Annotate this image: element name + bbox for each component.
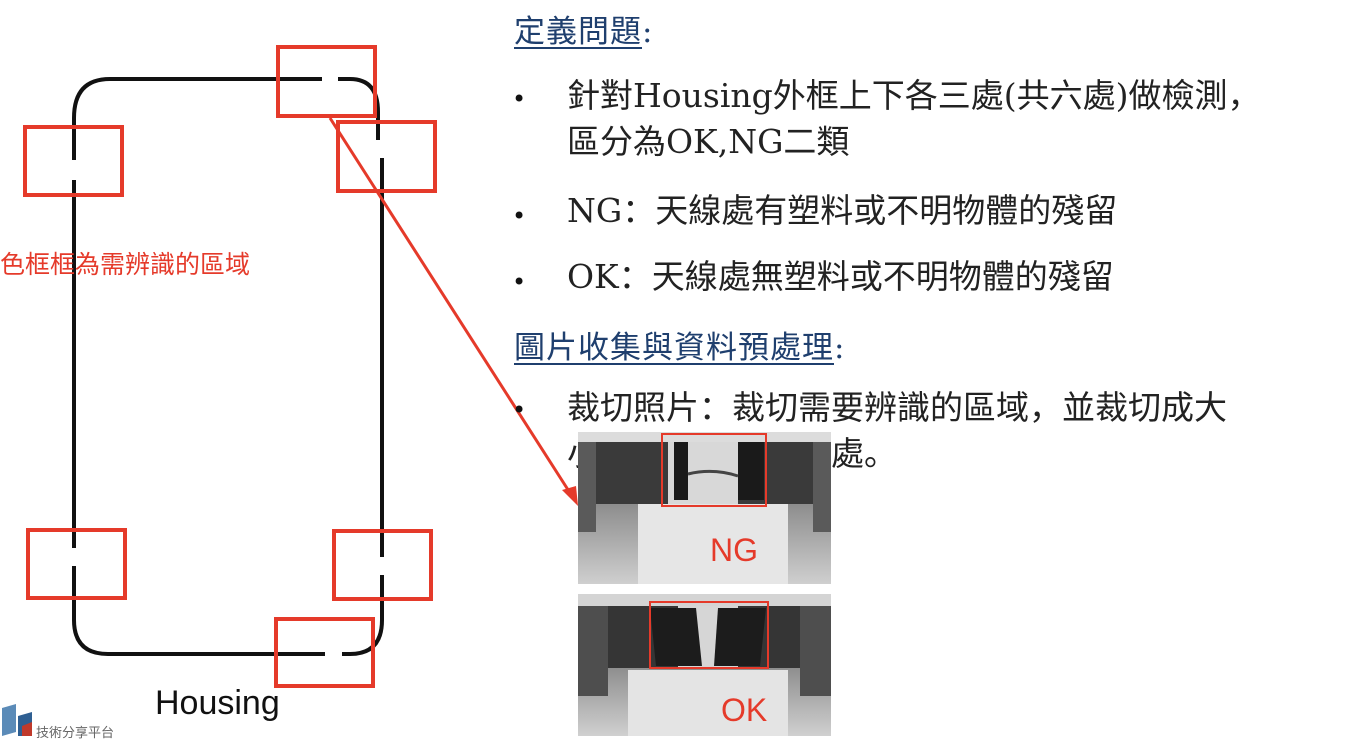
region-note: 色框框為需辨識的區域 xyxy=(0,250,251,279)
ok-sample-photo: OK xyxy=(578,594,831,736)
bullet-text-1-line-1: 針對Housing外框上下各三處(共六處)做檢測， xyxy=(567,76,1261,115)
section-title-data-preprocessing: 圖片收集與資料預處理: xyxy=(514,322,845,367)
pointer-arrow xyxy=(328,117,578,506)
housing-diagram xyxy=(23,45,578,688)
bullet-text-4-line-1: 裁切照片：裁切需要辨識的區域，並裁切成大 xyxy=(567,388,1227,427)
section-title-colon: : xyxy=(834,330,846,366)
bullet-text-3: OK：天線處無塑料或不明物體的殘留 xyxy=(567,257,1114,296)
bullet-icon: • xyxy=(512,85,527,113)
logo-icon xyxy=(2,704,32,736)
bullet-text-1: 針對Housing外框上下各三處(共六處)做檢測， 區分為OK,NG二類 xyxy=(567,73,1261,165)
ok-photo-image xyxy=(578,594,831,736)
detection-box-top-center xyxy=(276,45,377,118)
detection-boxes xyxy=(23,45,437,688)
bullet-icon: • xyxy=(512,202,527,230)
detection-box-top-left xyxy=(23,125,124,197)
bullet-icon: • xyxy=(512,396,527,424)
bullet-icon: • xyxy=(512,268,527,296)
section-title-text: 圖片收集與資料預處理 xyxy=(514,330,834,366)
ng-label: NG xyxy=(710,532,758,568)
detection-box-bottom-right xyxy=(332,529,433,601)
ok-label: OK xyxy=(721,692,768,728)
detection-box-top-right xyxy=(336,120,437,193)
detection-box-bottom-left xyxy=(26,528,127,600)
bullet-text-2: NG：天線處有塑料或不明物體的殘留 xyxy=(567,191,1118,230)
bullet-text-1-line-2: 區分為OK,NG二類 xyxy=(567,122,850,161)
detection-box-bottom-center xyxy=(274,617,375,688)
housing-label: Housing xyxy=(155,684,280,722)
section-title-text: 定義問題 xyxy=(514,14,642,50)
logo-text: 技術分享平台 xyxy=(36,726,115,741)
ng-sample-photo: NG xyxy=(578,432,831,584)
section-title-define-problem: 定義問題: xyxy=(514,6,653,51)
section-title-colon: : xyxy=(642,14,654,50)
ng-photo-image xyxy=(578,432,831,584)
